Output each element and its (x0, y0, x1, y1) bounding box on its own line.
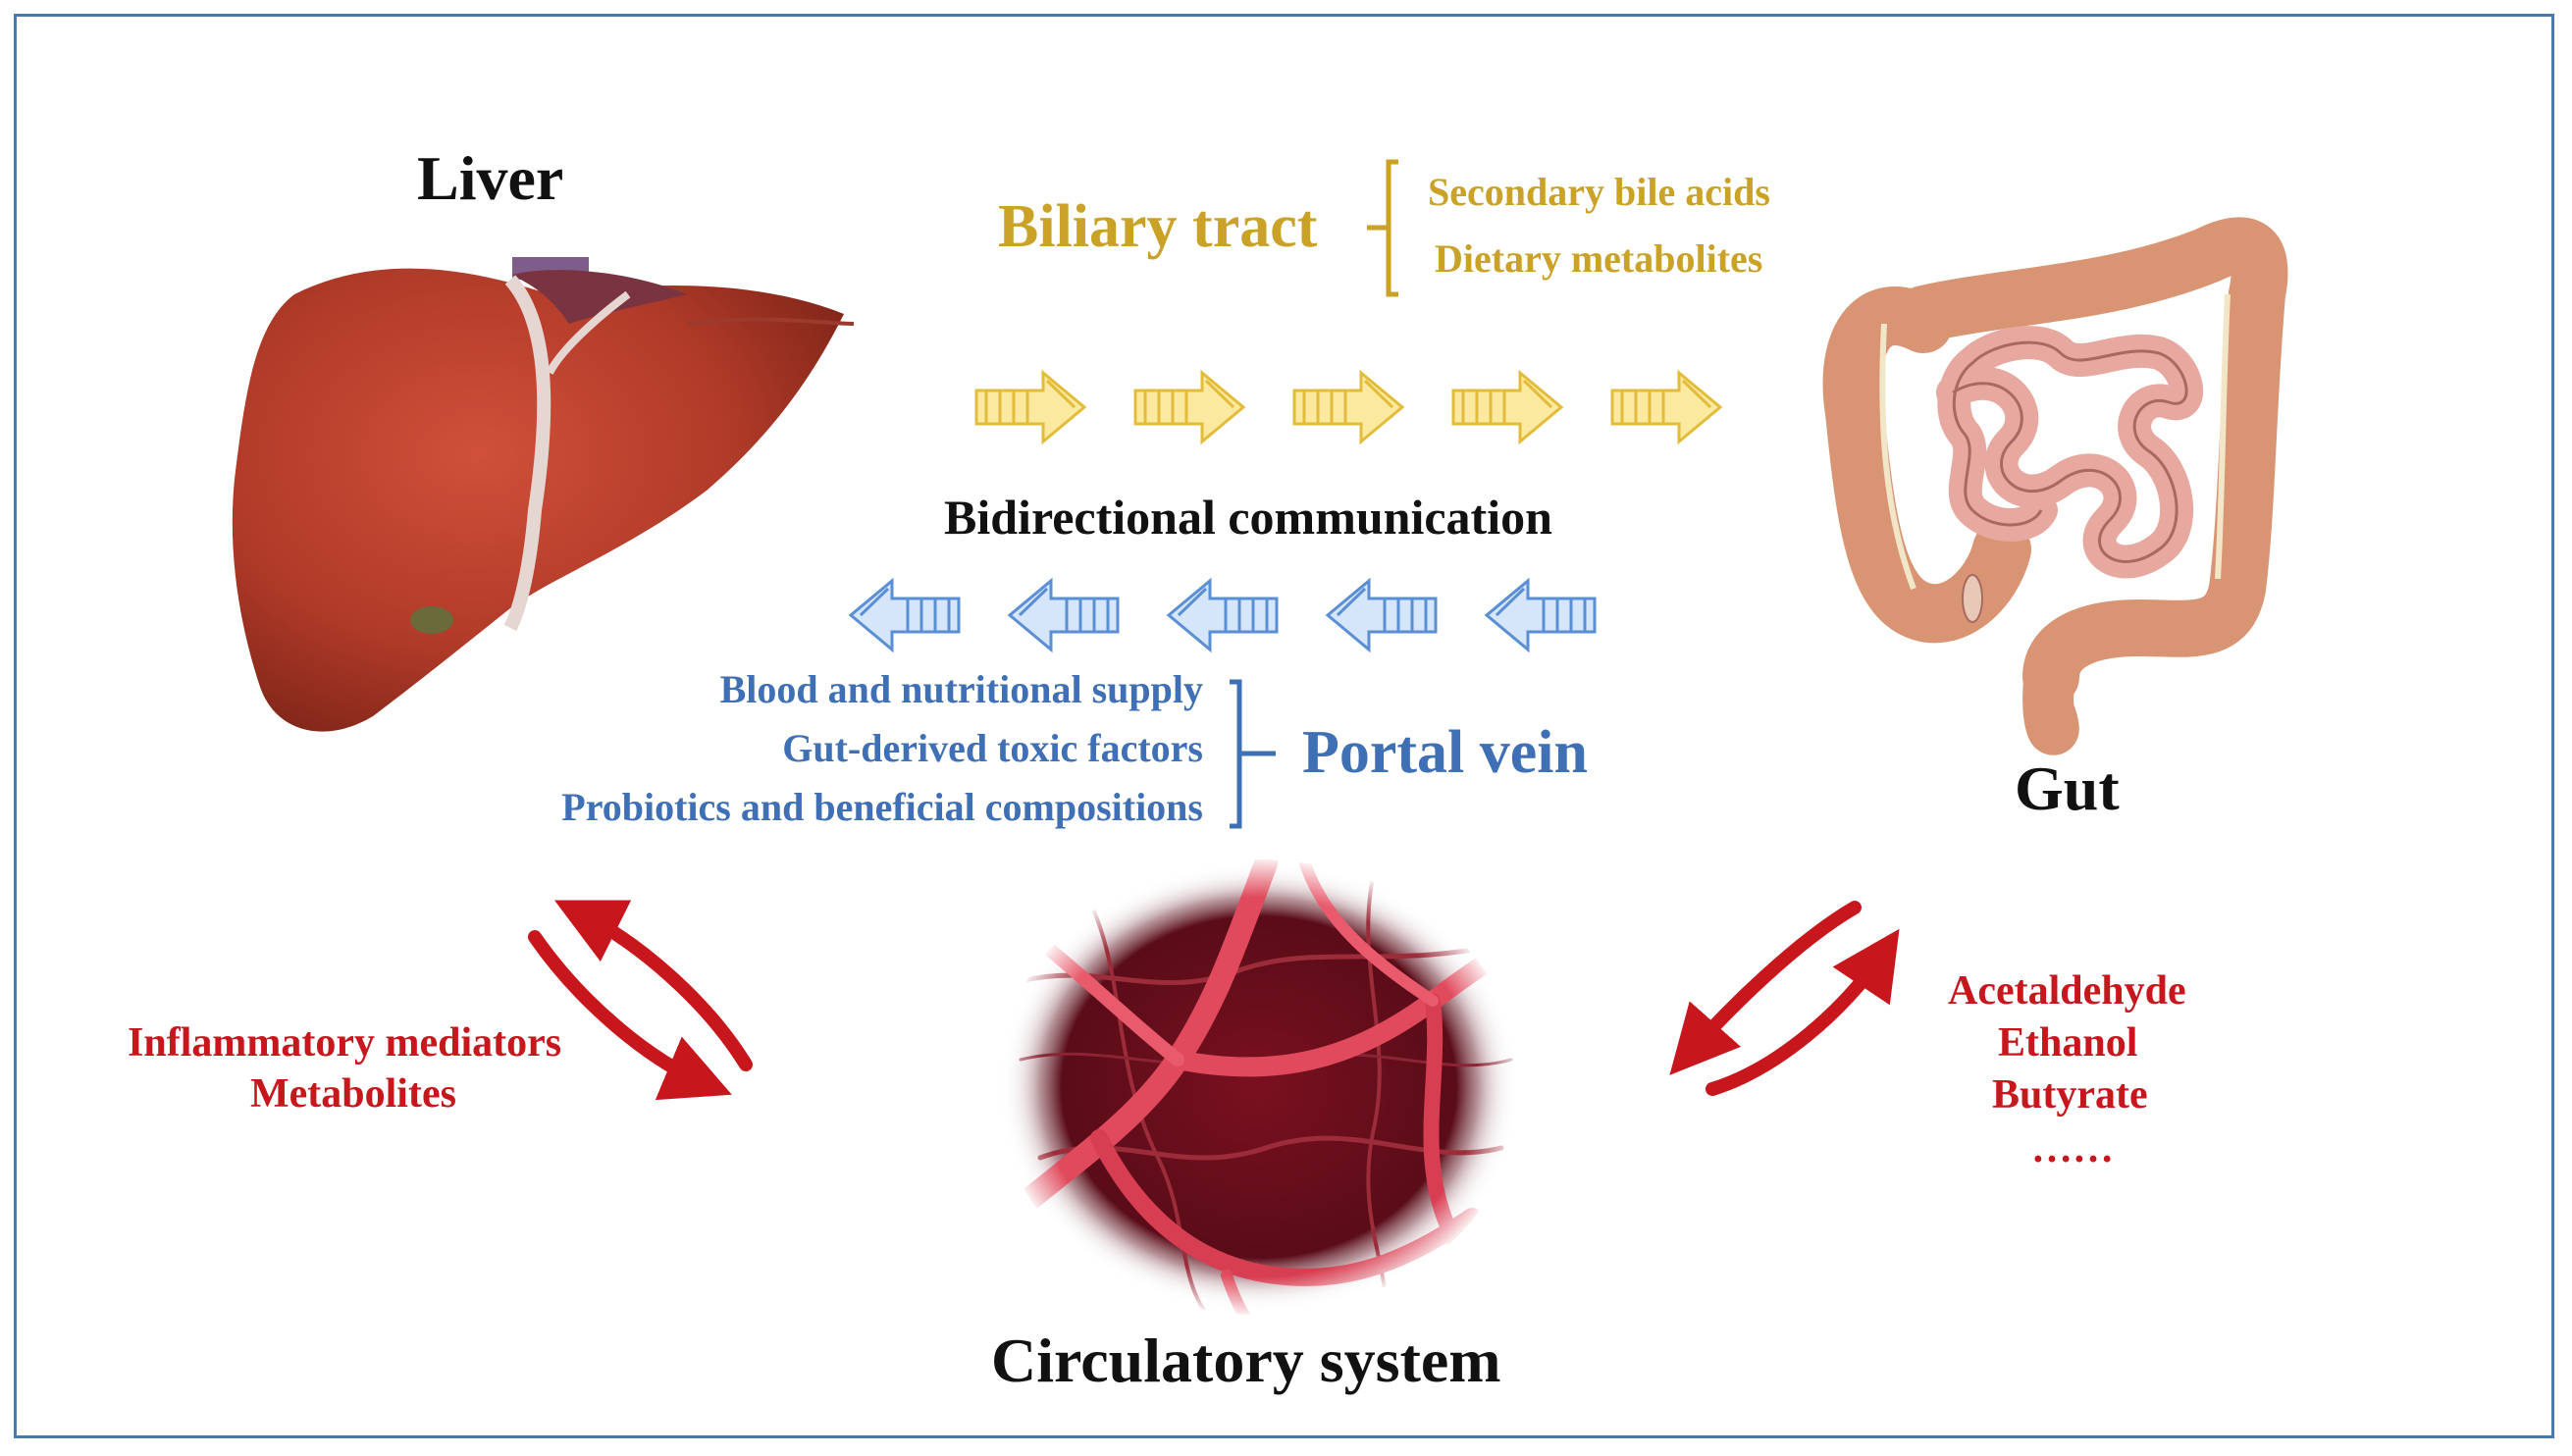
liver-circulation-arrows (528, 900, 753, 1101)
gold-arrow-4 (1451, 369, 1564, 445)
blue-arrow-1 (848, 577, 961, 653)
gut-exchange-item-4: …… (2031, 1126, 2114, 1171)
bidirectional-label: Bidirectional communication (944, 490, 1552, 545)
gold-arrow-2 (1133, 369, 1246, 445)
portal-title: Portal vein (1302, 719, 1588, 786)
liver-exchange-item-1: Inflammatory mediators (128, 1020, 562, 1066)
liver-illustration-icon (232, 257, 855, 732)
biliary-title: Biliary tract (998, 193, 1318, 260)
biliary-bracket (1367, 159, 1398, 297)
blue-arrow-5 (1484, 577, 1597, 653)
gold-arrow-row (974, 369, 1723, 445)
biliary-item-1: Secondary bile acids (1428, 170, 1770, 214)
gold-arrow-1 (974, 369, 1087, 445)
biliary-item-2: Dietary metabolites (1435, 236, 1763, 281)
circulatory-label: Circulatory system (991, 1326, 1501, 1395)
portal-bracket (1230, 679, 1276, 829)
gut-label: Gut (2015, 754, 2120, 823)
blue-arrow-row (848, 577, 1597, 653)
intestine-illustration-icon (1822, 217, 2288, 755)
portal-item-1: Blood and nutritional supply (719, 667, 1203, 711)
blue-arrow-4 (1325, 577, 1438, 653)
blue-arrow-3 (1166, 577, 1279, 653)
gut-circulation-arrows (1669, 901, 1900, 1096)
blood-vessel-network-icon (992, 856, 1526, 1319)
gold-arrow-5 (1610, 369, 1723, 445)
portal-item-3: Probiotics and beneficial compositions (561, 785, 1203, 829)
liver-label: Liver (417, 143, 564, 213)
gut-exchange-item-3: Butyrate (1992, 1072, 2148, 1118)
gut-exchange-item-1: Acetaldehyde (1948, 968, 2186, 1014)
gut-exchange-item-2: Ethanol (1998, 1020, 2138, 1066)
portal-item-2: Gut-derived toxic factors (782, 726, 1203, 770)
blue-arrow-2 (1007, 577, 1120, 653)
gold-arrow-3 (1292, 369, 1405, 445)
liver-exchange-item-2: Metabolites (250, 1071, 456, 1117)
